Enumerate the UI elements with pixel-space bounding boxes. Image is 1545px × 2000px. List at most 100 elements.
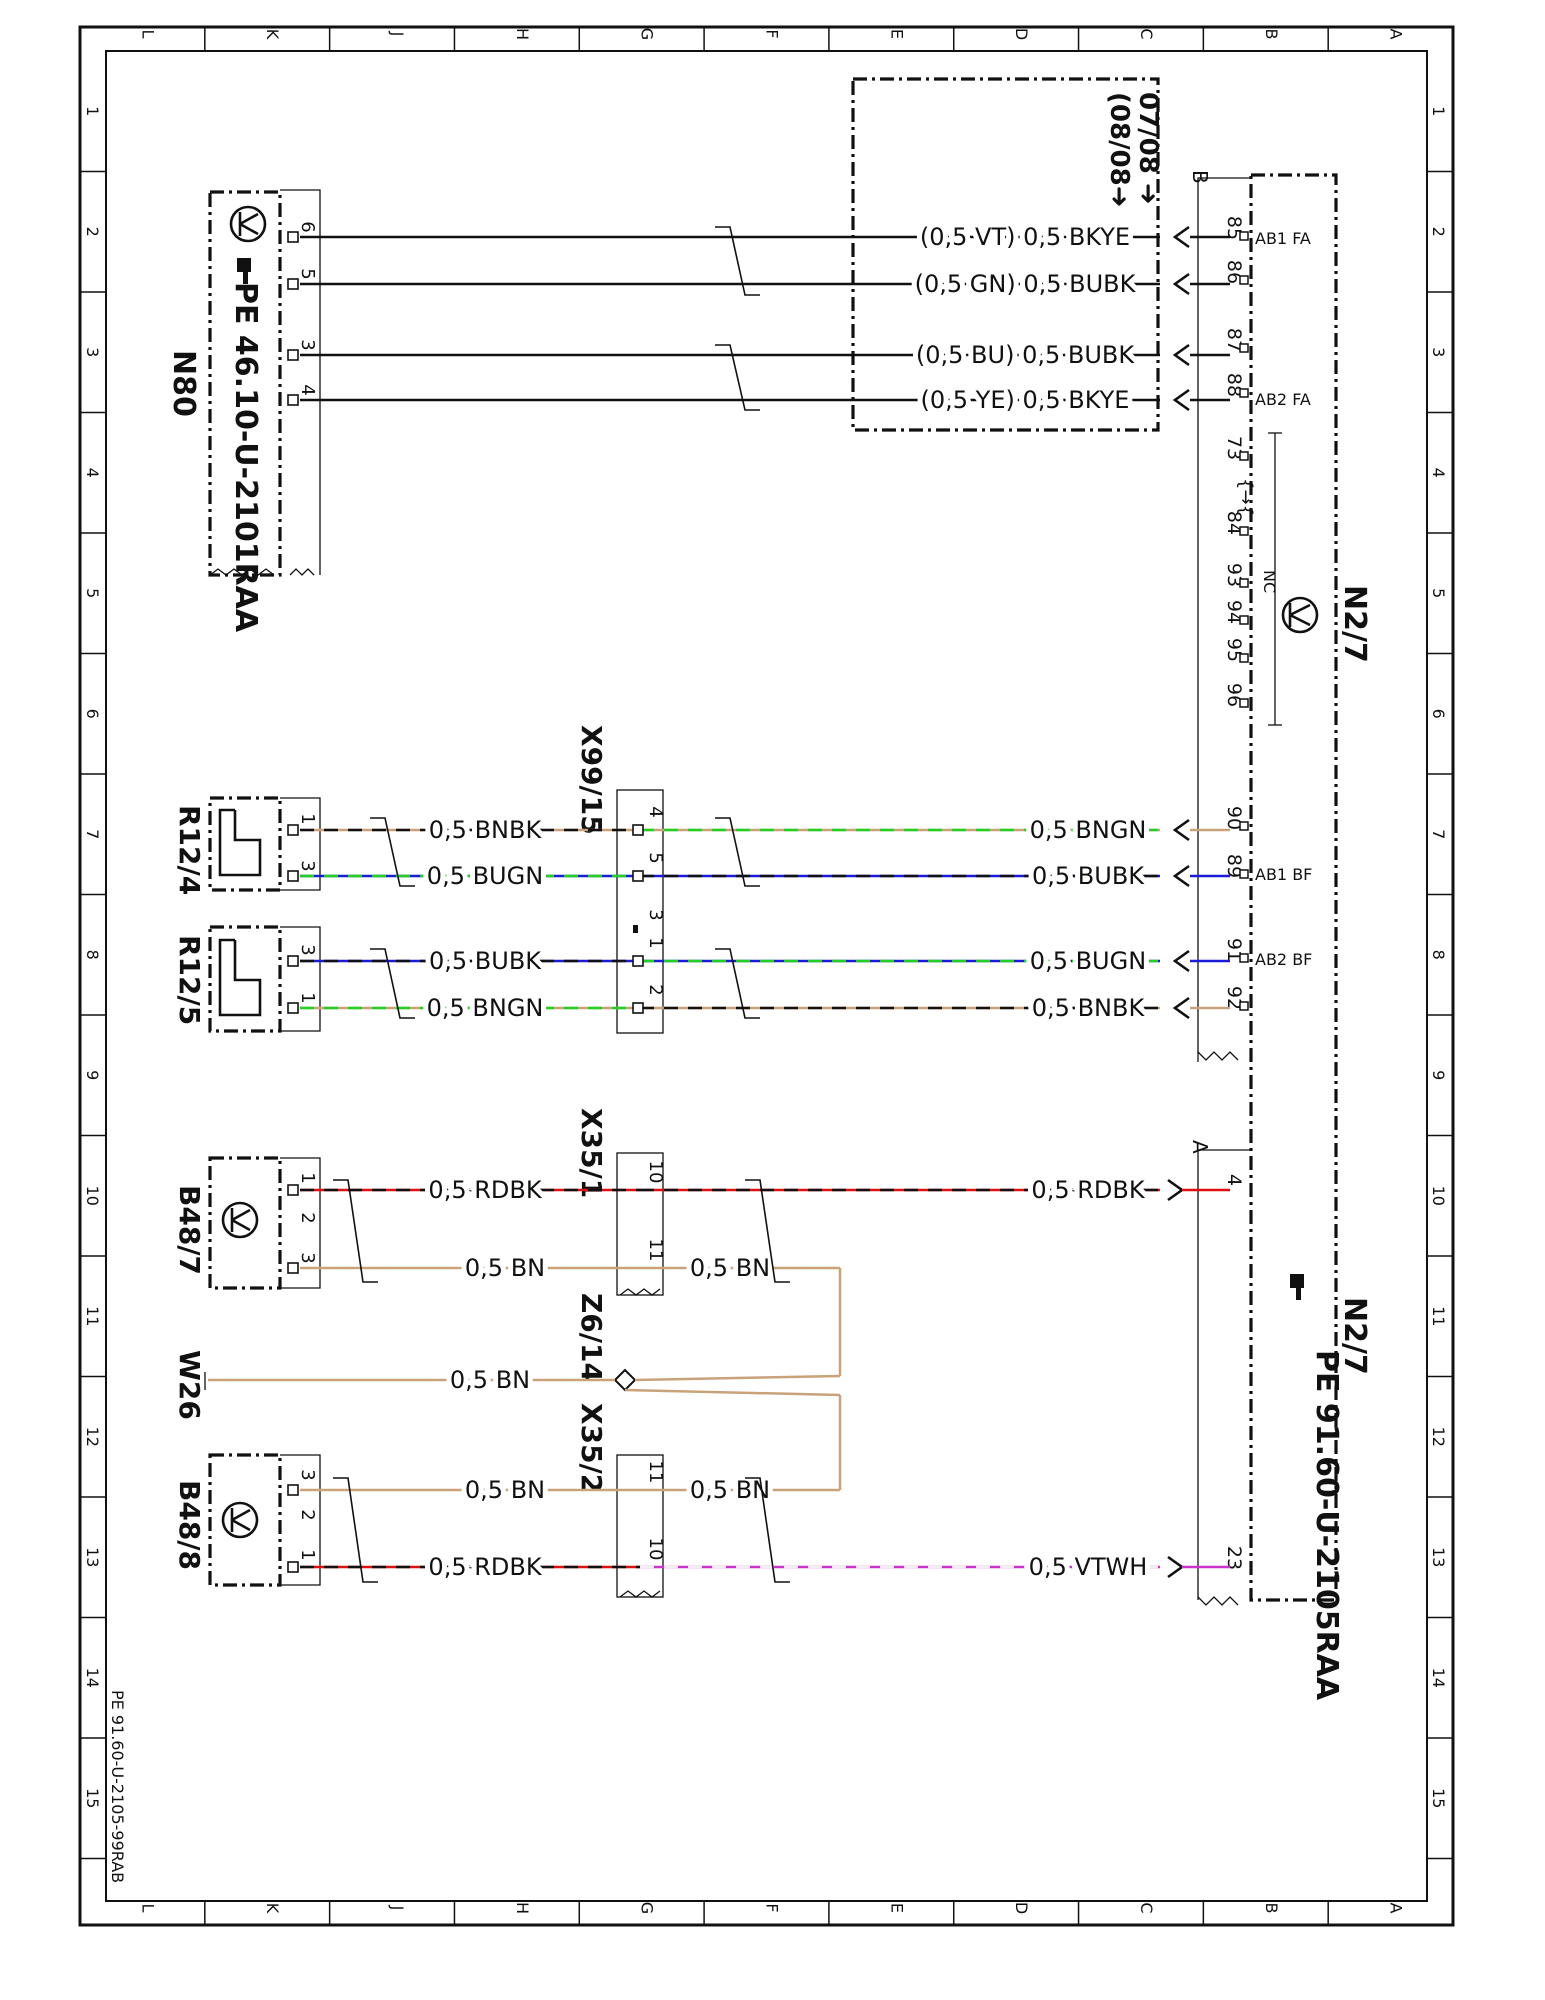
- grid-row-number-left: 15: [83, 1788, 102, 1808]
- n2-7-pin-terminal: [1239, 578, 1249, 588]
- x35-1-pin-number: 10: [645, 1161, 666, 1184]
- variant-label-1: 07/08 ➜: [1133, 92, 1163, 205]
- n80-label: N80: [166, 350, 201, 417]
- wire-label-w2: (0,5 GN) 0,5 BUBK: [910, 265, 1142, 303]
- grid-row-number-left: 3: [83, 347, 102, 357]
- wire-label-n27_90-text: 0,5 BNGN: [1030, 816, 1147, 844]
- wire-label-n27_89: 0,5 BUBK: [1027, 857, 1150, 895]
- wire-label-w3: (0,5 BU) 0,5 BUBK: [911, 336, 1140, 374]
- grid-letter-bottom: B: [1262, 1903, 1281, 1914]
- grid-letter-top: F: [763, 29, 782, 38]
- grid-row-number-right: 13: [1429, 1547, 1448, 1567]
- wire-splice-up: [634, 1374, 841, 1382]
- n80-pin-terminal: [287, 394, 299, 406]
- r12-5-component: [208, 925, 321, 1033]
- b48-7-pin-number: 3: [297, 1252, 318, 1263]
- grid-letter-bottom: K: [263, 1903, 282, 1914]
- n80-pin-number: 5: [297, 268, 318, 279]
- shield-mark-n80-b: [715, 344, 760, 411]
- wire-label-x352_11-text: 0,5 BN: [690, 1476, 770, 1504]
- arrow-n27_4: [1167, 1178, 1185, 1202]
- n2-7-pin-terminal: [1239, 698, 1249, 708]
- reference-note: PE 91.60-U-2105-99RAB: [108, 1690, 127, 1883]
- wire-label-x351_11: 0,5 BN: [685, 1249, 775, 1287]
- grid-row-number-right: 2: [1429, 227, 1448, 237]
- wire-label-w4-text: (0,5 YE) 0,5 BKYE: [921, 386, 1130, 414]
- n2-7-pin-terminal: [1239, 388, 1249, 398]
- r12-5-pin-number: 1: [297, 992, 318, 1003]
- b48-8-electronic-symbol-icon: [221, 1501, 259, 1539]
- shield-mark-x352: [745, 1477, 790, 1583]
- wires: (0,5 VT) 0,5 BKYE(0,5 GN) 0,5 BUBK(0,5 B…: [208, 218, 1230, 1586]
- wire-label-b487_3-text: 0,5 BN: [465, 1254, 545, 1282]
- wire-label-n27_91: 0,5 BUGN: [1025, 942, 1151, 980]
- grid-row-number-left: 14: [83, 1668, 102, 1688]
- grid-row-number-right: 15: [1429, 1788, 1448, 1808]
- wire-label-b488_1: 0,5 RDBK: [423, 1548, 547, 1586]
- grid-row-number-right: 4: [1429, 468, 1448, 478]
- b48-7-label: B48/7: [173, 1185, 206, 1275]
- n2-7-pin-terminal: [1239, 953, 1249, 963]
- n80-pin-terminal: [287, 278, 299, 290]
- grid-row-number-right: 14: [1429, 1668, 1448, 1688]
- r12-4-label: R12/4: [173, 805, 206, 895]
- wire-label-w3-text: (0,5 BU) 0,5 BUBK: [916, 341, 1135, 369]
- nc-link-symbol: {→{: [1235, 478, 1256, 516]
- arrow-n27_92: [1172, 996, 1190, 1020]
- n2-7-dashed-outline: [1249, 173, 1338, 1602]
- n80-pin-number: 6: [297, 221, 318, 232]
- shield-mark-b487: [333, 1179, 378, 1283]
- grid-letter-top: A: [1387, 29, 1406, 40]
- nc-label: NC: [1260, 570, 1279, 593]
- b48-7-component: [208, 1156, 321, 1290]
- n80-dashed-outline: [208, 190, 282, 577]
- grid-row-number-left: 13: [83, 1547, 102, 1567]
- pointing-hand-icon: [1290, 1274, 1304, 1300]
- z6-14-label: Z6/14: [575, 1293, 608, 1382]
- r12-4-pin-number: 3: [297, 860, 318, 871]
- grid-row-number-left: 9: [83, 1070, 102, 1080]
- wire-label-r125_3: 0,5 BUBK: [424, 942, 547, 980]
- b48-8-pin-terminal: [287, 1561, 299, 1573]
- arrow-n27_90: [1172, 818, 1190, 842]
- grid-letter-bottom: D: [1012, 1902, 1031, 1914]
- wire-label-r124_1: 0,5 BNBK: [424, 811, 548, 849]
- wire-label-n27_23: 0,5 VTWH: [1024, 1548, 1153, 1586]
- wire-label-r124_3: 0,5 BUGN: [422, 857, 548, 895]
- b48-7-pin-number: 2: [297, 1212, 318, 1223]
- n80-break: [209, 568, 275, 576]
- n2-7-pin-terminal: [1239, 231, 1249, 241]
- x99-15-connector: [616, 789, 664, 1034]
- sensor-pin-terminal: [287, 870, 299, 882]
- grid-row-number-right: 11: [1429, 1306, 1448, 1326]
- wire-label-n27_90: 0,5 BNGN: [1025, 811, 1152, 849]
- x99-15-pin-number: 4: [645, 806, 666, 817]
- grid-letter-top: K: [263, 29, 282, 40]
- x99-15-pin-terminal: [632, 955, 644, 967]
- shield-mark-x99-b: [715, 948, 760, 1019]
- wire-label-w26: 0,5 BN: [445, 1361, 535, 1399]
- nc-bracket: NC {→{: [1235, 432, 1282, 726]
- wire-label-x351_11-text: 0,5 BN: [690, 1254, 770, 1282]
- sensor-pin-terminal: [287, 1002, 299, 1014]
- x35-2-label: X35/2: [575, 1403, 608, 1493]
- grid-row-number-right: 9: [1429, 1070, 1448, 1080]
- wire-label-r125_1-text: 0,5 BNGN: [427, 994, 544, 1022]
- variant-box: [851, 77, 1160, 432]
- n2-7-label-top: N2/7: [1337, 585, 1372, 663]
- n2-7-pin-terminal: [1239, 1001, 1249, 1011]
- grid-row-number-right: 6: [1429, 709, 1448, 719]
- grid-row-number-right: 5: [1429, 588, 1448, 598]
- grid-letter-bottom: E: [887, 1903, 906, 1913]
- grid-letter-top: C: [1137, 28, 1156, 39]
- r12-5-label: R12/5: [173, 935, 206, 1025]
- n2-7-pin-terminal: [1239, 526, 1249, 536]
- n2-7-label-ab1bf: AB1 BF: [1255, 865, 1312, 884]
- grid-row-number-right: 12: [1429, 1427, 1448, 1447]
- grid-letter-top: B: [1262, 29, 1281, 40]
- shield-mark-r124: [370, 817, 415, 887]
- grid-letter-bottom: F: [763, 1903, 782, 1912]
- n80-connector-break: [289, 568, 315, 576]
- grid-row-number-right: 3: [1429, 347, 1448, 357]
